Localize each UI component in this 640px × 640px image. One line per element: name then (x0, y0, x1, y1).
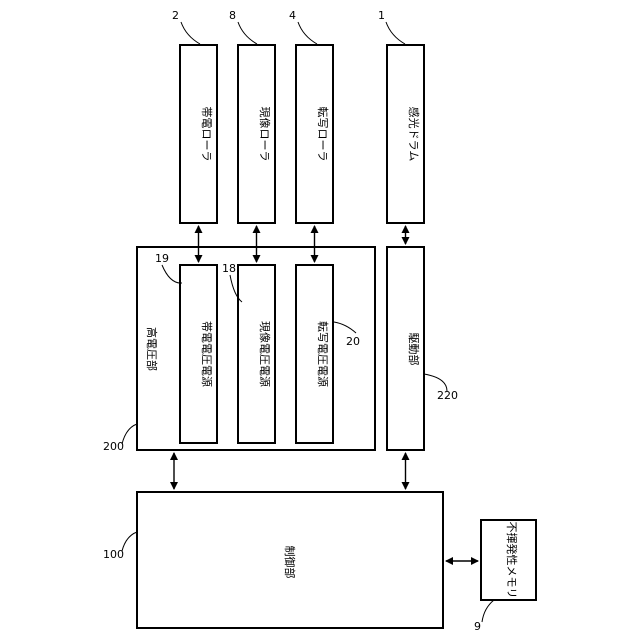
leader-developing-roller (238, 22, 257, 44)
ref-transfer-roller: 4 (289, 9, 296, 22)
ref-charging-roller: 2 (172, 9, 179, 22)
ref-transfer-power: 20 (346, 335, 360, 348)
ref-nonvolatile-memory: 9 (474, 620, 481, 633)
ref-developing-roller: 8 (229, 9, 236, 22)
ref-high-voltage-unit: 200 (103, 440, 124, 453)
transfer-power-label: 転写電圧電源 (316, 321, 330, 387)
developing-power-label: 現像電圧電源 (258, 321, 272, 387)
charging-roller-label: 帯電ローラ (200, 107, 213, 162)
leader-transfer-roller (298, 22, 317, 44)
charging-power-label: 帯電電圧電源 (200, 321, 214, 387)
leader-high-voltage-unit (122, 424, 137, 444)
developing-roller-label: 現像ローラ (258, 107, 271, 162)
ref-photosensitive-drum: 1 (378, 9, 385, 22)
leader-control-unit (122, 532, 137, 551)
control-unit-label: 制御部 (283, 546, 297, 579)
photosensitive-drum-label: 感光ドラム (407, 107, 421, 162)
ref-control-unit: 100 (103, 548, 124, 561)
leader-photosensitive-drum (386, 22, 405, 44)
transfer-roller-label: 転写ローラ (316, 107, 329, 162)
drive-unit-label: 駆動部 (407, 333, 421, 366)
leader-nonvolatile-memory (482, 600, 494, 622)
nonvolatile-memory-label: 不揮発性メモリ (505, 522, 519, 599)
high-voltage-unit-label: 高電圧部 (145, 327, 159, 371)
ref-charging-power: 19 (155, 252, 169, 265)
ref-developing-power: 18 (222, 262, 236, 275)
leader-charging-roller (181, 22, 200, 44)
